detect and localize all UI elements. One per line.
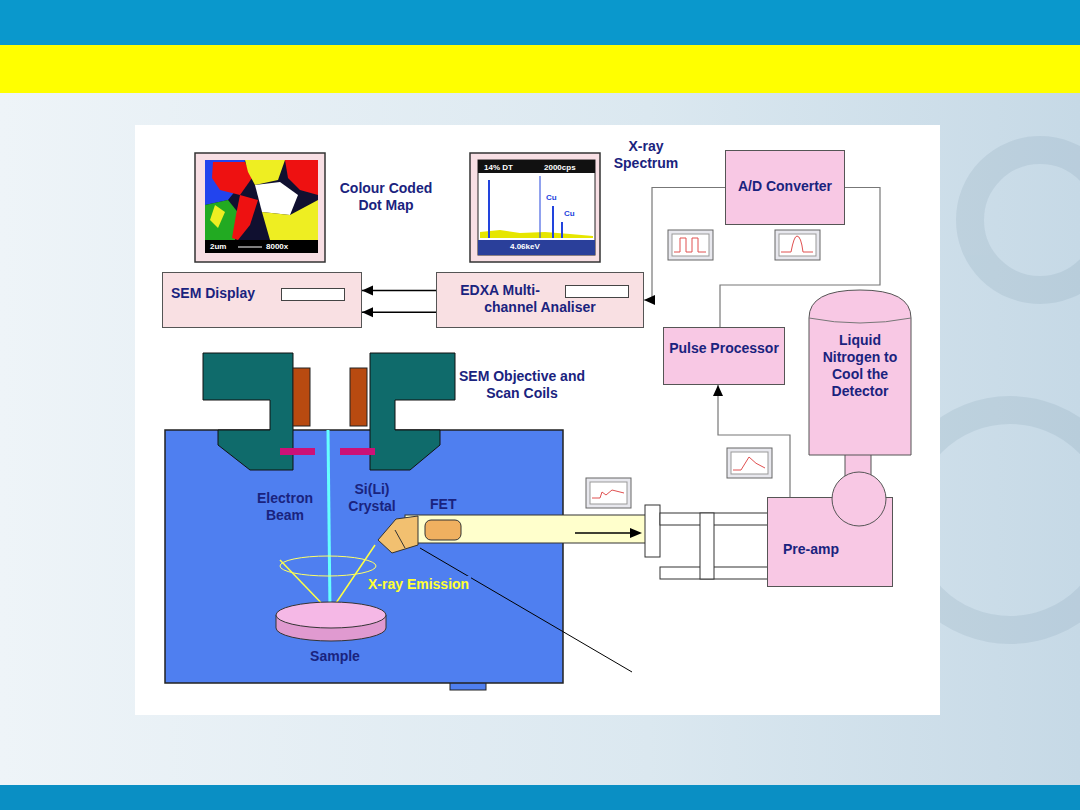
- part-label: X-ray Spectrum: [603, 138, 689, 172]
- converter-box: A/D Converter: [725, 150, 845, 225]
- part-label: 2000cps: [544, 163, 588, 173]
- node-text: Liquid Nitrogen to Cool the Detector: [812, 332, 908, 400]
- part-label: SEM Objective and Scan Coils: [458, 368, 586, 402]
- processor-box: Pulse Processor: [663, 327, 785, 385]
- signal-icon: [727, 448, 772, 478]
- display-slot: [565, 285, 629, 298]
- electron-beam: [328, 430, 330, 612]
- node-text: Pulse Processor: [668, 340, 780, 357]
- part-label: Cu: [564, 209, 580, 219]
- signal-icon: [668, 230, 713, 260]
- node-text: A/D Converter: [730, 178, 840, 195]
- top-bar: [0, 0, 1080, 45]
- connector: [644, 188, 725, 306]
- part-label: 14% DT: [484, 163, 524, 173]
- bottom-bar: [0, 785, 1080, 810]
- part-label: Sample: [300, 648, 370, 665]
- part-label: 8000x: [266, 242, 306, 252]
- part-label: 4.06keV: [510, 242, 560, 252]
- display-slot: [281, 288, 345, 301]
- preamp-box: Pre-amp: [767, 497, 893, 587]
- part-label: Cu: [546, 193, 562, 203]
- signal-icon: [775, 230, 820, 260]
- dewar-collar: [830, 470, 888, 528]
- part-label: Electron Beam: [250, 490, 320, 524]
- signal-icon: [586, 478, 631, 508]
- display-box: SEM Display: [162, 272, 362, 328]
- node-text: EDXA Multi-channel Analiser: [441, 282, 639, 316]
- connector: [362, 307, 436, 317]
- part-label: 2um: [210, 242, 236, 252]
- analyser-box: EDXA Multi-channel Analiser: [436, 272, 644, 328]
- si-li-crystal: [378, 516, 418, 553]
- part-label: Si(Li) Crystal: [342, 481, 402, 515]
- node-text: SEM Display: [171, 285, 355, 302]
- node-text: Pre-amp: [783, 541, 888, 558]
- title-band: [0, 45, 1080, 93]
- connector: [713, 385, 790, 497]
- dewar-cylinder: Liquid Nitrogen to Cool the Detector: [808, 288, 912, 456]
- spectrum-monitor: [470, 153, 600, 262]
- connector: [362, 285, 436, 295]
- figure-panel: [135, 125, 940, 715]
- part-label: Colour Coded Dot Map: [330, 180, 442, 214]
- part-label: X-ray Emission: [366, 576, 471, 593]
- leader-line: [420, 548, 632, 672]
- part-label: FET: [430, 496, 466, 513]
- dot-map-monitor: [195, 153, 325, 262]
